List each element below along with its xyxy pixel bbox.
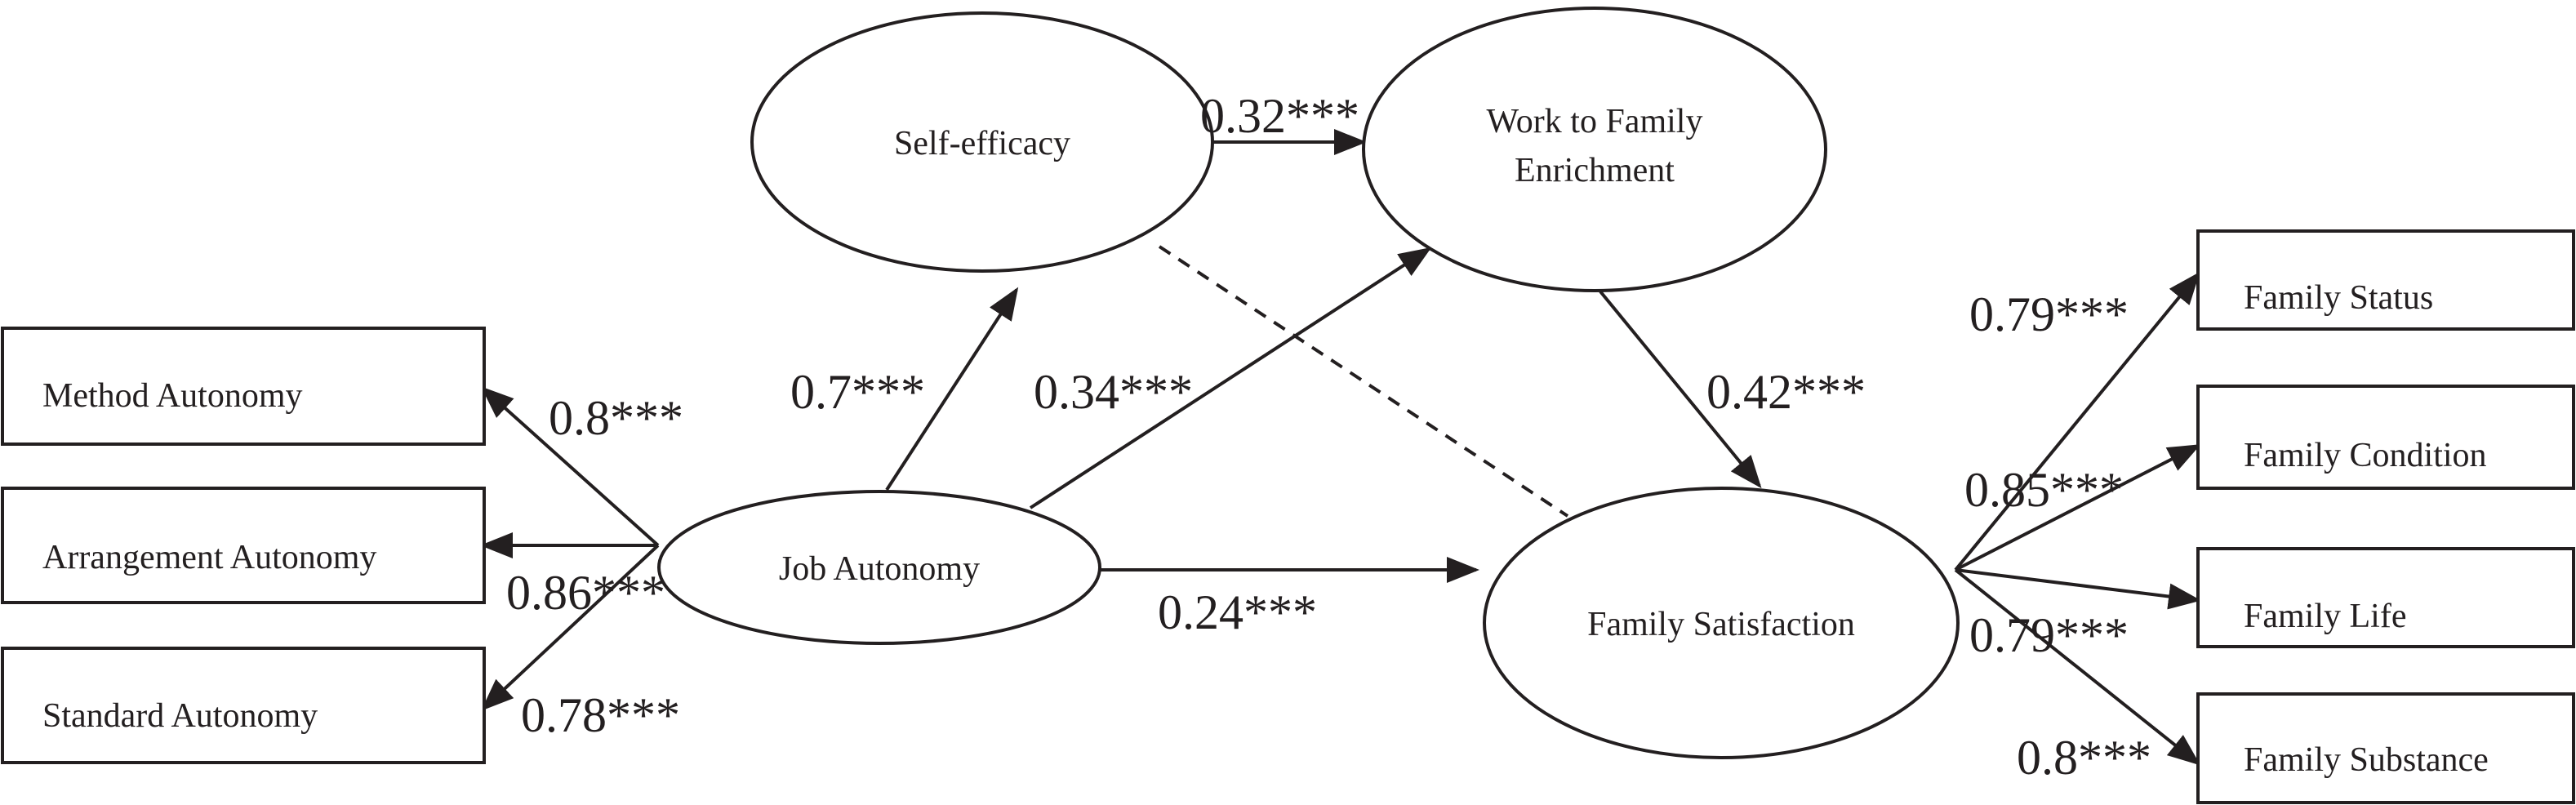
family-status-label: Family Status — [2244, 279, 2433, 317]
node-arrangement-autonomy: Arrangement Autonomy — [1, 487, 486, 604]
edge-work-family-enrichment-to-family-satisfaction — [1599, 290, 1762, 489]
edge-job-autonomy-to-self-efficacy — [885, 287, 1019, 491]
node-job-autonomy: Job Autonomy — [657, 490, 1101, 645]
coef-job-autonomy-to-self-efficacy: 0.7*** — [790, 365, 925, 419]
family-substance-label: Family Substance — [2244, 741, 2489, 779]
edge-family-satisfaction-to-family-status — [1954, 271, 2200, 572]
node-family-status: Family Status — [2196, 229, 2575, 331]
node-family-condition: Family Condition — [2196, 385, 2575, 490]
edge-job-autonomy-to-work-family-enrichment — [1029, 247, 1432, 509]
coef-self-efficacy-to-wfe: 0.32*** — [1200, 89, 1359, 143]
node-family-satisfaction: Family Satisfaction — [1483, 487, 1960, 759]
coef-job-autonomy-to-family-satisfaction: 0.24*** — [1158, 585, 1317, 639]
node-self-efficacy: Self-efficacy — [750, 11, 1214, 273]
edge-family-satisfaction-to-family-substance — [1954, 568, 2201, 766]
arrangement-autonomy-label: Arrangement Autonomy — [42, 539, 376, 576]
edge-self-efficacy-to-family-satisfaction-nonsignificant — [1158, 245, 1569, 518]
edge-job-autonomy-to-standard-autonomy — [481, 544, 660, 711]
coef-family-satisfaction-to-life: 0.79*** — [1969, 608, 2129, 662]
node-method-autonomy: Method Autonomy — [1, 327, 486, 446]
work-family-enrichment-label-line2: Enrichment — [1515, 152, 1675, 189]
family-life-label: Family Life — [2244, 598, 2406, 635]
node-standard-autonomy: Standard Autonomy — [1, 647, 486, 764]
edge-job-autonomy-to-method-autonomy — [481, 386, 660, 547]
node-family-substance: Family Substance — [2196, 692, 2575, 804]
coef-job-autonomy-to-arrangement: 0.86*** — [506, 566, 665, 620]
edge-family-satisfaction-to-family-life — [1955, 568, 2201, 610]
node-work-family-enrichment: Work to Family Enrichment — [1362, 7, 1827, 292]
coef-job-autonomy-to-method: 0.8*** — [549, 391, 683, 445]
job-autonomy-label: Job Autonomy — [779, 550, 980, 588]
coef-wfe-to-family-satisfaction: 0.42*** — [1706, 365, 1866, 419]
family-condition-label: Family Condition — [2244, 437, 2487, 474]
coef-family-satisfaction-to-substance: 0.8*** — [2017, 731, 2151, 785]
family-satisfaction-label: Family Satisfaction — [1587, 606, 1855, 643]
edge-family-satisfaction-to-family-condition — [1955, 444, 2201, 572]
coef-family-satisfaction-to-condition: 0.85*** — [1964, 463, 2124, 517]
node-family-life: Family Life — [2196, 547, 2575, 648]
coef-job-autonomy-to-standard: 0.78*** — [521, 688, 680, 742]
coef-job-autonomy-to-wfe: 0.34*** — [1034, 365, 1193, 419]
standard-autonomy-label: Standard Autonomy — [42, 697, 318, 735]
coef-family-satisfaction-to-status: 0.79*** — [1969, 287, 2129, 341]
self-efficacy-label: Self-efficacy — [894, 125, 1070, 162]
work-family-enrichment-label-line1: Work to Family — [1487, 103, 1703, 140]
method-autonomy-label: Method Autonomy — [42, 377, 303, 415]
